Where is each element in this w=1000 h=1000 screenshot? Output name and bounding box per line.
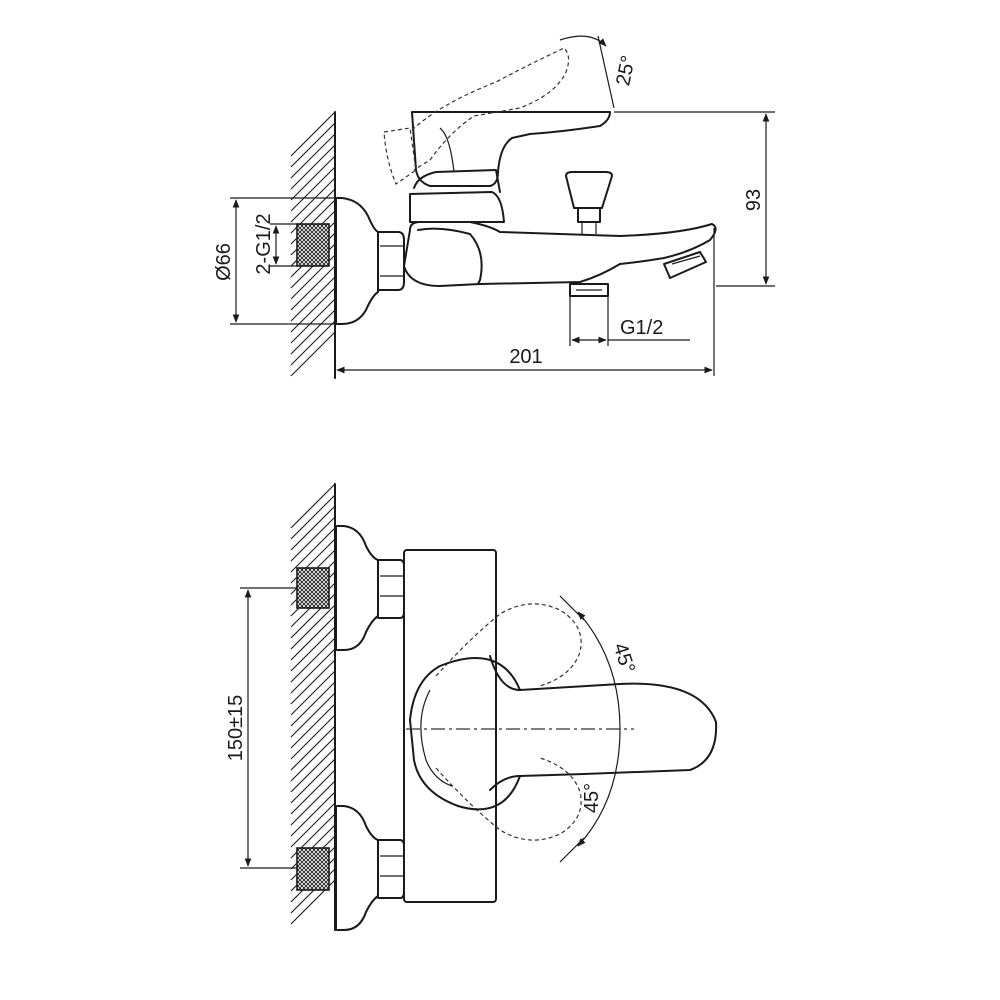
- dim-outlet-thread-label: G1/2: [620, 317, 663, 339]
- hatch-line: [290, 111, 336, 157]
- hatch-line: [290, 659, 336, 705]
- hatch-line: [290, 791, 336, 837]
- hatch-line: [290, 133, 336, 179]
- dim-length: 201: [336, 228, 715, 376]
- hatch-line: [290, 648, 336, 694]
- nut-lower: [377, 839, 405, 899]
- wall-flange-side: [335, 197, 379, 325]
- inlet-thread-upper: [296, 567, 330, 609]
- hatch-line: [290, 780, 336, 826]
- hatch-line: [290, 494, 336, 540]
- lever-ghost-lower: [435, 757, 582, 841]
- hatch-line: [290, 505, 336, 551]
- dim-flange-dia: Ø66: [213, 197, 340, 325]
- hatch-line: [290, 287, 336, 333]
- hatch-line: [290, 714, 336, 760]
- hatch-line: [290, 769, 336, 815]
- connector-nut: [377, 231, 405, 291]
- inlet-thread-lower: [296, 847, 330, 891]
- top-view: 45° 45° 150±15: [225, 483, 718, 931]
- hatch-line: [290, 736, 336, 782]
- dim-length-label: 201: [509, 346, 542, 368]
- hatch-line: [290, 144, 336, 190]
- outlet-connector: [569, 283, 609, 297]
- dim-center-distance: 150±15: [225, 587, 298, 869]
- hatch-line: [290, 615, 336, 661]
- hatch-line: [290, 670, 336, 716]
- hatch-line: [290, 604, 336, 650]
- hatch-line: [290, 758, 336, 804]
- hatch-line: [290, 692, 336, 738]
- hatch-line: [290, 703, 336, 749]
- dim-lever-angle-label: 25°: [612, 54, 640, 88]
- lever-handle-top: [409, 657, 718, 811]
- hatch-line: [290, 802, 336, 848]
- dim-center-distance-label: 150±15: [225, 695, 247, 762]
- hatch-line: [290, 276, 336, 322]
- mixer-body-top: [403, 549, 497, 903]
- hatch-line: [290, 747, 336, 793]
- wall-flange-lower: [335, 805, 379, 931]
- spout-aerator: [663, 251, 707, 279]
- hatch-line: [290, 626, 336, 672]
- dim-rotation-upper-label: 45°: [609, 640, 639, 676]
- hatch-line: [290, 527, 336, 573]
- hatch-line: [290, 331, 336, 377]
- dim-inlet-thread: 2-G1/2: [253, 213, 298, 275]
- inlet-thread-top: [296, 223, 330, 267]
- dim-rotation: 45° 45°: [559, 595, 639, 863]
- spout-body: [403, 221, 717, 287]
- dim-height-label: 93: [743, 189, 765, 211]
- dim-inlet-thread-label: 2-G1/2: [253, 213, 275, 274]
- hatch-line: [290, 320, 336, 366]
- hatch-line: [290, 725, 336, 771]
- dim-rotation-lower-label: 45°: [581, 783, 603, 813]
- hatch-line: [290, 122, 336, 168]
- side-view: 25° 93 Ø66 2-G1/2 G1/: [213, 35, 775, 379]
- dim-outlet-thread: G1/2: [569, 296, 690, 346]
- lever-handle-raised: [411, 47, 570, 171]
- hatch-line: [290, 298, 336, 344]
- dim-height: 93: [614, 111, 775, 287]
- cartridge-housing: [409, 191, 505, 223]
- hatch-line: [290, 166, 336, 212]
- hatch-line: [290, 265, 336, 311]
- hatch-line: [290, 177, 336, 223]
- nut-upper: [377, 559, 405, 619]
- wall-flange-upper: [335, 525, 379, 651]
- dim-flange-dia-label: Ø66: [213, 243, 235, 281]
- hatch-line: [290, 681, 336, 727]
- dim-lever-angle: 25°: [559, 35, 640, 109]
- hatch-line: [290, 309, 336, 355]
- hatch-line: [290, 516, 336, 562]
- diverter-knob: [565, 171, 613, 209]
- hatch-line: [290, 155, 336, 201]
- hatch-line: [290, 483, 336, 529]
- lever-ghost-upper: [435, 603, 582, 687]
- lever-handle: [411, 111, 611, 187]
- hatch-line: [290, 637, 336, 683]
